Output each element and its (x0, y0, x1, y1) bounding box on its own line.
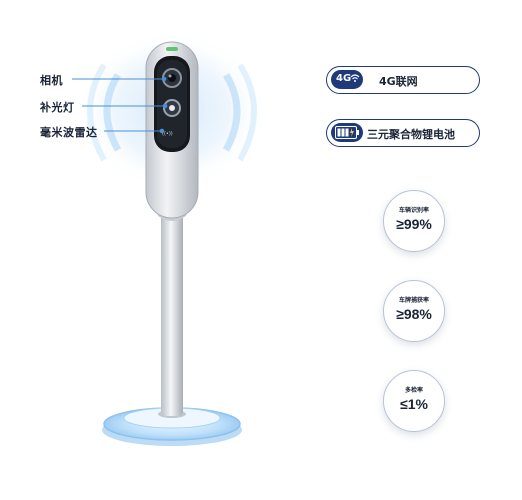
camera-callout-label: 相机 (40, 74, 63, 87)
stat-value: ≥99% (396, 216, 432, 232)
stat-label: 车辆识别率 (398, 207, 429, 214)
feature-battery: 三元聚合物锂电池 (326, 119, 480, 147)
svg-text:((•)): ((•)) (162, 131, 173, 137)
stat-label: 多检率 (404, 387, 423, 394)
battery-icon (331, 123, 363, 142)
fill-light-callout-label: 补光灯 (40, 101, 75, 114)
callout-lines (72, 76, 168, 134)
device-head: ((•)) (145, 41, 199, 219)
stat-value: ≥98% (396, 306, 432, 322)
stat-plate-capture: 车牌捕获率 ≥98% (383, 280, 445, 342)
stat-value: ≤1% (400, 396, 428, 412)
stat-vehicle-recognition: 车辆识别率 ≥99% (383, 190, 445, 252)
feature-4g-label: 4G联网 (379, 75, 418, 88)
radar-callout-label: 毫米波雷达 (40, 126, 98, 139)
stat-label: 车牌捕获率 (398, 297, 429, 304)
stat-false-detection: 多检率 ≤1% (383, 370, 445, 432)
4g-signal-icon: 4G (331, 70, 363, 89)
device-pole (161, 212, 183, 416)
feature-4g: 4G 4G联网 (326, 66, 480, 94)
feature-battery-label: 三元聚合物锂电池 (367, 128, 455, 141)
